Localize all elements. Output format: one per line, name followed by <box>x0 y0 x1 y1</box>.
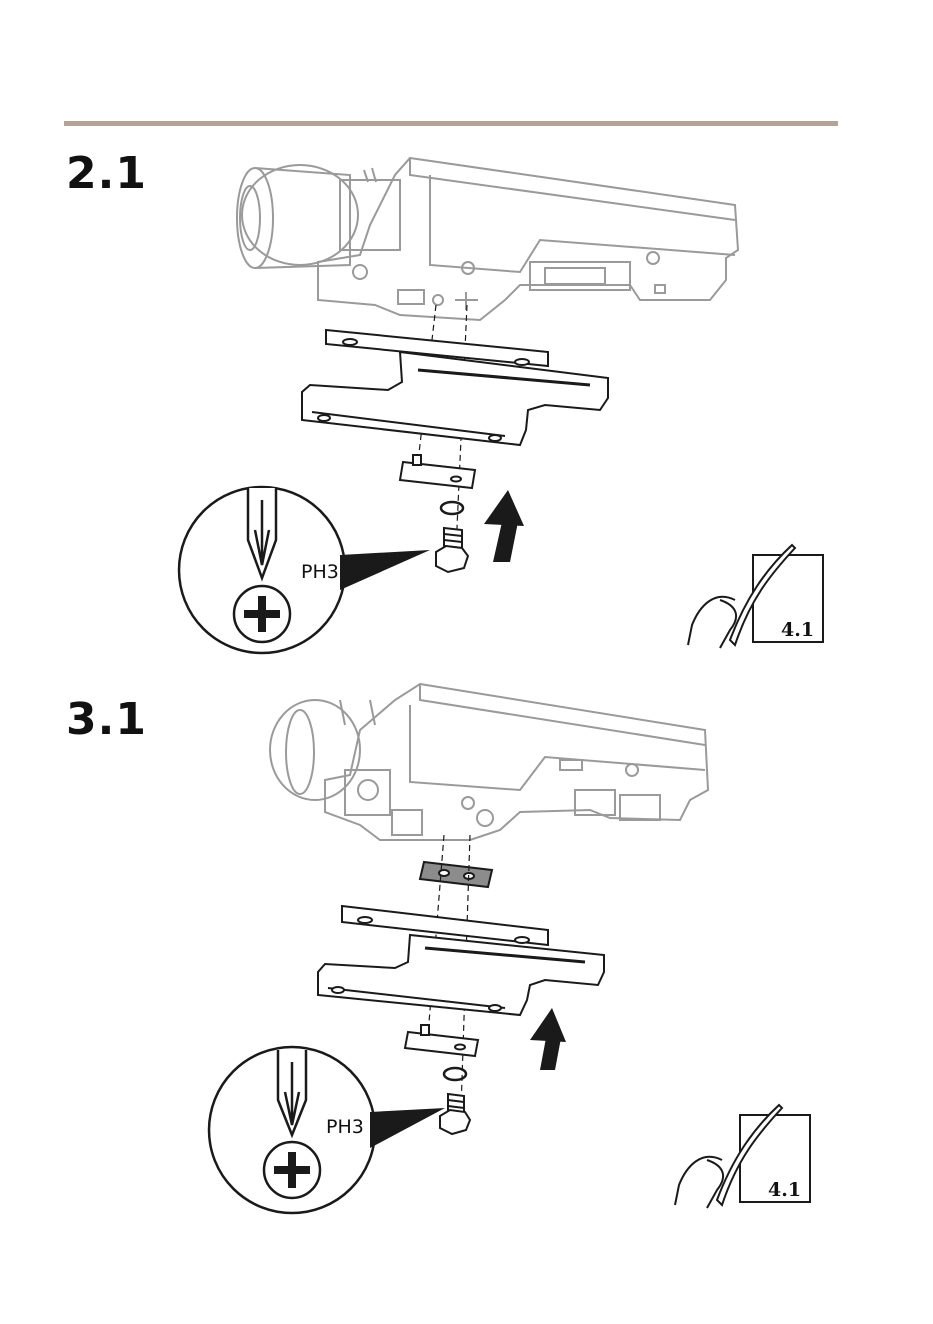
tool-label: PH3 <box>301 561 339 583</box>
up-arrow-icon <box>530 1008 566 1070</box>
page-reference-label: 4.1 <box>781 619 814 641</box>
camera-body <box>237 158 738 320</box>
small-plate <box>405 1025 478 1056</box>
phillips-head-icon <box>264 1142 320 1198</box>
screw <box>436 528 468 572</box>
tool-label: PH3 <box>326 1116 364 1138</box>
page-reference-label: 4.1 <box>768 1179 801 1201</box>
step-2-1-illustration: PH3 4.1 <box>0 140 933 660</box>
up-arrow-icon <box>484 490 524 562</box>
step-3-1-illustration: PH3 4.1 <box>0 680 933 1220</box>
lock-washer <box>441 502 463 514</box>
mounting-bracket <box>318 935 604 1015</box>
mounting-bracket <box>302 352 608 445</box>
phillips-head-icon <box>234 586 290 642</box>
small-plate <box>400 455 475 488</box>
screw <box>440 1094 470 1134</box>
gray-plate <box>420 862 492 887</box>
camera-body <box>270 684 708 840</box>
section-divider <box>64 121 838 126</box>
lock-washer <box>444 1068 466 1080</box>
